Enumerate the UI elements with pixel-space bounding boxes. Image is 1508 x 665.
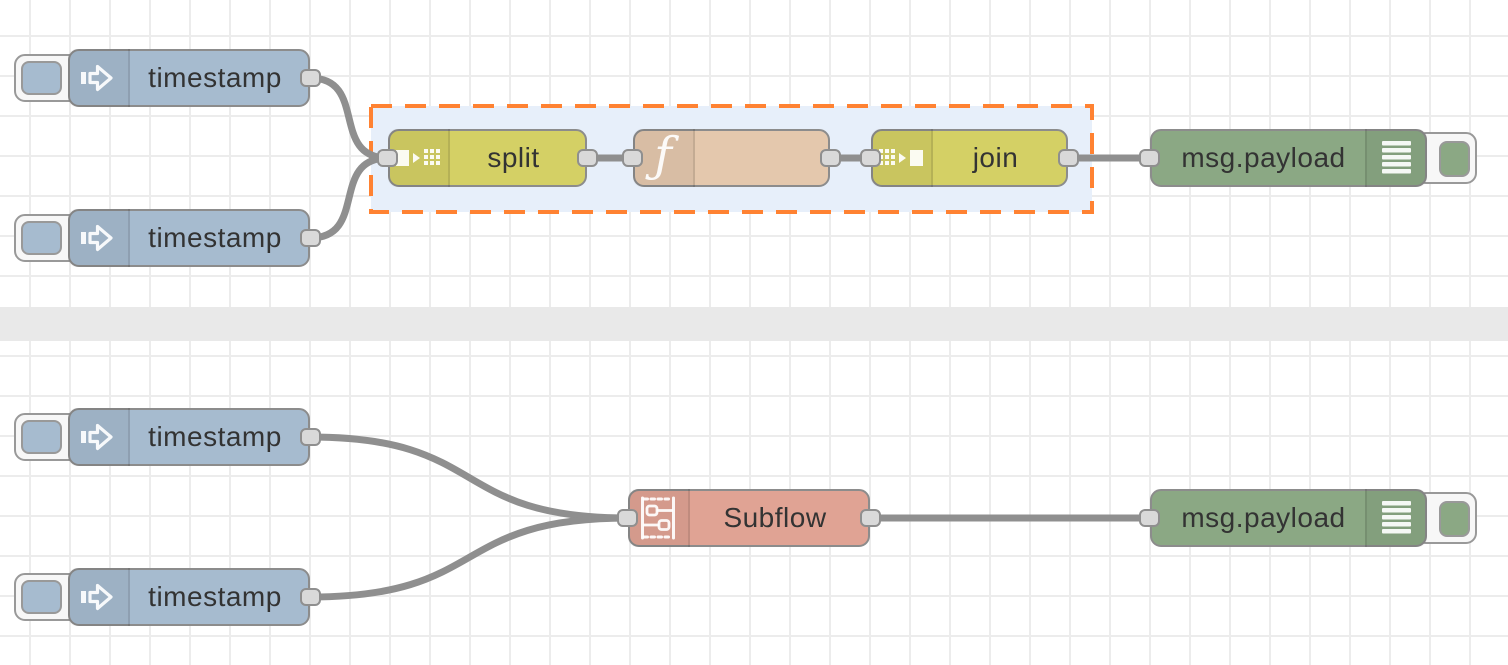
debug-list-icon: [1365, 129, 1427, 187]
output-port[interactable]: [300, 229, 321, 247]
node-body-inject[interactable]: [68, 408, 310, 466]
wire-inject-2-to-split-1[interactable]: [306, 154, 392, 242]
node-body-split[interactable]: [388, 129, 587, 187]
input-port[interactable]: [1139, 149, 1160, 167]
node-body-inject[interactable]: [68, 49, 310, 107]
node-body-debug[interactable]: [1150, 129, 1427, 187]
wire-inject-1-to-split-1[interactable]: [306, 74, 392, 162]
node-inject-3[interactable]: timestamp: [14, 408, 321, 466]
inject-button[interactable]: [21, 420, 62, 454]
node-debug-1[interactable]: msg.payload: [1139, 129, 1477, 187]
node-label: timestamp: [148, 581, 282, 612]
node-body-inject[interactable]: [68, 209, 310, 267]
node-label: split: [487, 142, 540, 173]
node-inject-2[interactable]: timestamp: [14, 209, 321, 267]
wire-inject-3-to-subflow-1[interactable]: [306, 433, 632, 522]
node-body-debug[interactable]: [1150, 489, 1427, 547]
node-split-1[interactable]: split: [377, 129, 598, 187]
output-port[interactable]: [577, 149, 598, 167]
input-port[interactable]: [377, 149, 398, 167]
inject-arrow-icon: [68, 408, 130, 466]
node-body-inject[interactable]: [68, 568, 310, 626]
node-function-1[interactable]: ƒ: [622, 129, 841, 187]
input-port[interactable]: [1139, 509, 1160, 527]
input-port[interactable]: [622, 149, 643, 167]
output-port[interactable]: [300, 69, 321, 87]
split-icon: [388, 129, 450, 187]
inject-arrow-icon: [68, 209, 130, 267]
node-label: timestamp: [148, 62, 282, 93]
node-label: msg.payload: [1181, 142, 1346, 173]
node-label: timestamp: [148, 222, 282, 253]
output-port[interactable]: [1058, 149, 1079, 167]
inject-button[interactable]: [21, 580, 62, 614]
input-port[interactable]: [617, 509, 638, 527]
inject-button[interactable]: [21, 221, 62, 255]
node-label: join: [972, 142, 1019, 173]
node-join-1[interactable]: join: [860, 129, 1079, 187]
debug-toggle-button[interactable]: [1439, 501, 1470, 537]
debug-toggle-button[interactable]: [1439, 141, 1470, 177]
subflow-icon: [628, 489, 690, 547]
node-label: msg.payload: [1181, 502, 1346, 533]
node-debug-2[interactable]: msg.payload: [1139, 489, 1477, 547]
inject-arrow-icon: [68, 568, 130, 626]
wire-inject-4-to-subflow-1[interactable]: [306, 514, 632, 601]
inject-arrow-icon: [68, 49, 130, 107]
function-icon: ƒ: [633, 129, 695, 187]
flows-divider: [0, 307, 1508, 341]
join-icon: [871, 129, 933, 187]
inject-button[interactable]: [21, 61, 62, 95]
node-subflow-1[interactable]: Subflow: [617, 489, 881, 547]
node-inject-4[interactable]: timestamp: [14, 568, 321, 626]
output-port[interactable]: [300, 588, 321, 606]
node-label: [695, 129, 820, 187]
output-port[interactable]: [860, 509, 881, 527]
node-label: timestamp: [148, 421, 282, 452]
debug-list-icon: [1365, 489, 1427, 547]
node-inject-1[interactable]: timestamp: [14, 49, 321, 107]
output-port[interactable]: [820, 149, 841, 167]
node-body-function[interactable]: [633, 129, 830, 187]
node-label: Subflow: [723, 502, 827, 533]
input-port[interactable]: [860, 149, 881, 167]
output-port[interactable]: [300, 428, 321, 446]
